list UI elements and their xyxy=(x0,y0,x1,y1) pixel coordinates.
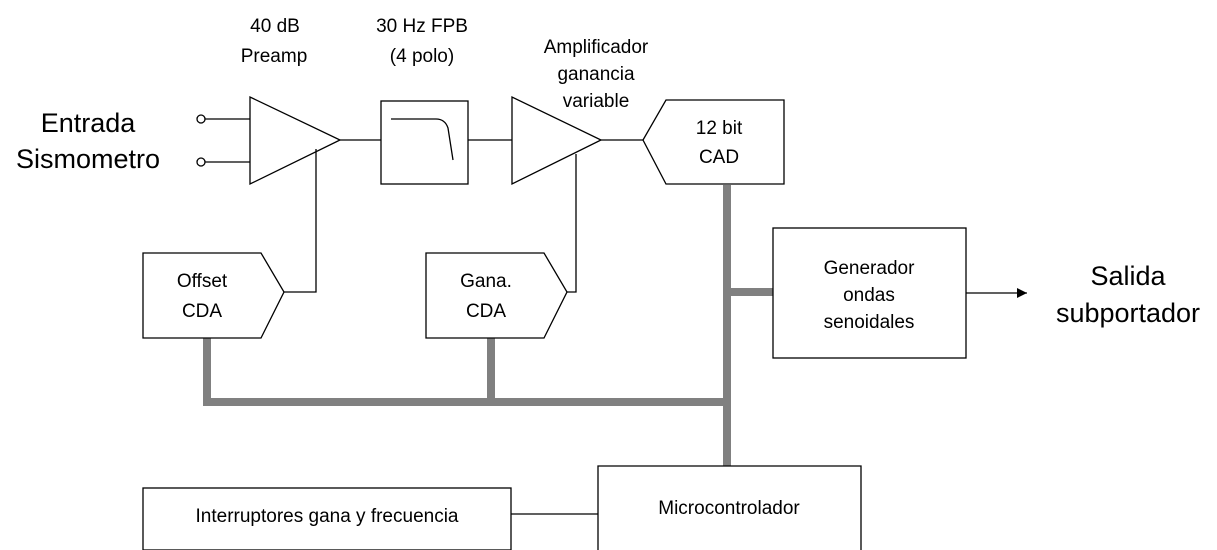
filter-label-line1: 30 Hz FPB xyxy=(376,16,468,37)
lowpass-curve-icon xyxy=(391,118,454,161)
amp-label-line3: variable xyxy=(563,91,630,112)
output-label-line2: subportador xyxy=(1056,298,1200,328)
gain-control-line xyxy=(567,154,577,293)
data-bus xyxy=(203,185,773,466)
amp-label-line1: Amplificador xyxy=(544,37,649,58)
output-label-line1: Salida xyxy=(1090,261,1166,291)
sine-generator-box xyxy=(772,227,967,359)
offset-dac-label-line1: Offset xyxy=(177,271,228,292)
input-label-line1: Entrada xyxy=(41,108,137,138)
filter-label-line2: (4 polo) xyxy=(390,46,454,67)
preamp-gain-label: 40 dB xyxy=(250,16,300,37)
input-terminal-1 xyxy=(196,114,206,124)
amp-label-line2: ganancia xyxy=(557,64,635,85)
adc-label-line1: 12 bit xyxy=(696,118,743,139)
sine-generator-label-line1: Generador xyxy=(824,258,916,279)
preamp-triangle xyxy=(249,95,342,186)
lowpass-filter-box xyxy=(380,100,469,185)
input-terminals xyxy=(196,114,250,167)
offset-dac-label-line2: CDA xyxy=(182,301,222,322)
switches-label: Interruptores gana y frecuencia xyxy=(196,506,459,527)
offset-dac-block xyxy=(142,252,285,339)
microcontroller-label: Microcontrolador xyxy=(658,498,800,519)
adc-block xyxy=(642,99,785,185)
microcontroller-box xyxy=(597,465,862,550)
gain-dac-block xyxy=(425,252,568,339)
adc-label-line2: CAD xyxy=(699,147,739,168)
input-terminal-2 xyxy=(196,157,206,167)
preamp-name-label: Preamp xyxy=(241,46,308,67)
input-label-line2: Sismometro xyxy=(16,144,160,174)
variable-gain-amp-triangle xyxy=(511,95,603,186)
gain-dac-label-line1: Gana. xyxy=(460,271,512,292)
gain-dac-label-line2: CDA xyxy=(466,301,506,322)
switches-box xyxy=(142,487,512,550)
sine-generator-label-line2: ondas xyxy=(843,285,895,306)
offset-feedback-line xyxy=(284,149,317,293)
sine-generator-label-line3: senoidales xyxy=(824,312,915,333)
